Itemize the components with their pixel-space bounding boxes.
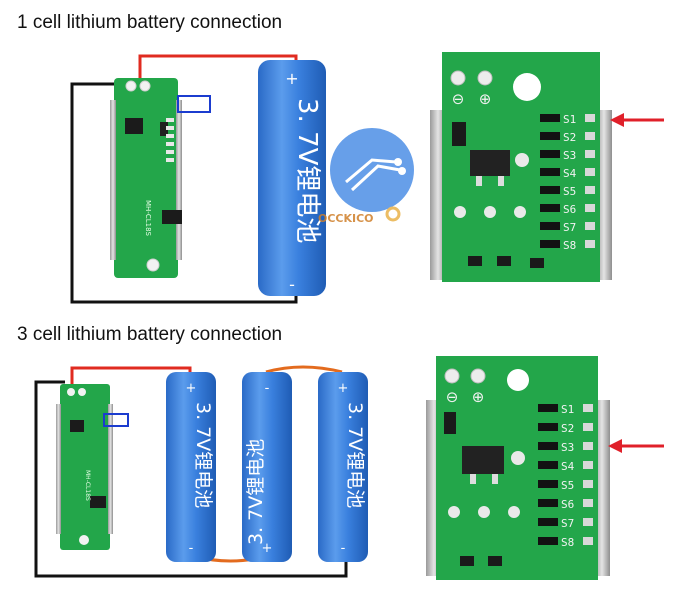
pad-column-bottom: S1 S2 S3 S4 bbox=[538, 403, 593, 549]
board-model-label: MH-CL18S bbox=[84, 470, 91, 501]
arrow-to-s1 bbox=[610, 113, 664, 127]
board-model-label: MH-CL18S bbox=[144, 200, 152, 237]
pad-column-top: S1 S2 S3 S4 bbox=[540, 113, 595, 252]
pcb-closeup-bottom: ⊖ ⊕ S1 bbox=[426, 356, 610, 580]
black-wire bbox=[34, 380, 348, 578]
battery-plus-label: + bbox=[186, 381, 197, 396]
battery-minus-label: - bbox=[289, 275, 295, 294]
pad-label: S5 bbox=[563, 185, 576, 198]
heading-three-cell: 3 cell lithium battery connection bbox=[17, 324, 283, 345]
battery-label: 3. 7V锂电池 bbox=[344, 402, 366, 508]
battery-large: + 3. 7V锂电池 - bbox=[258, 60, 326, 296]
pcb-board-small: MH-CL18S bbox=[56, 384, 113, 550]
terminal-positive: ⊕ bbox=[472, 388, 485, 406]
pad-label: S8 bbox=[563, 239, 576, 252]
pad-label: S2 bbox=[563, 131, 576, 144]
arrow-to-s3 bbox=[608, 439, 664, 453]
terminal-positive: ⊕ bbox=[479, 90, 492, 108]
highlight-box bbox=[177, 95, 211, 113]
pcb-closeup-top: ⊖ ⊕ S1 bbox=[430, 52, 612, 282]
battery-minus-label: - bbox=[189, 541, 194, 556]
watermark-logo: OCCKICO bbox=[318, 128, 414, 225]
watermark-text: OCCKICO bbox=[318, 212, 374, 225]
pad-label: S3 bbox=[563, 149, 576, 162]
pad-label: S5 bbox=[561, 479, 574, 492]
section-three-cell: MH-CL18S + 3. 7V锂电池 - - 3. 7V锂电池 + + 3. … bbox=[34, 356, 664, 580]
pad-label: S1 bbox=[561, 403, 574, 416]
pad-label: S4 bbox=[563, 167, 577, 180]
pcb-board-small: MH-CL18S bbox=[110, 78, 182, 278]
battery-cell-3: + 3. 7V锂电池 - bbox=[318, 372, 368, 562]
battery-plus-label: + bbox=[285, 69, 298, 88]
terminal-negative: ⊖ bbox=[446, 388, 459, 406]
pad-label: S6 bbox=[561, 498, 574, 511]
battery-plus-label: + bbox=[338, 381, 349, 396]
pad-label: S6 bbox=[563, 203, 576, 216]
highlight-box bbox=[103, 413, 129, 427]
battery-plus-label: + bbox=[262, 541, 273, 556]
pad-label: S1 bbox=[563, 113, 576, 126]
pad-label: S8 bbox=[561, 536, 574, 549]
link-wire-top bbox=[265, 365, 343, 374]
pad-label: S4 bbox=[561, 460, 575, 473]
heading-one-cell: 1 cell lithium battery connection bbox=[17, 12, 283, 33]
battery-minus-label: - bbox=[341, 541, 346, 556]
pad-label: S3 bbox=[561, 441, 574, 454]
section-one-cell: MH-CL18S + 3. 7V锂电池 - OCCKICO bbox=[70, 52, 664, 304]
pad-label: S7 bbox=[563, 221, 576, 234]
battery-label: 3. 7V锂电池 bbox=[292, 98, 322, 243]
battery-label: 3. 7V锂电池 bbox=[245, 439, 267, 545]
battery-cell-1: + 3. 7V锂电池 - bbox=[166, 372, 216, 562]
terminal-negative: ⊖ bbox=[452, 90, 465, 108]
battery-label: 3. 7V锂电池 bbox=[192, 402, 214, 508]
battery-minus-label: - bbox=[265, 381, 270, 396]
pad-label: S7 bbox=[561, 517, 574, 530]
battery-cell-2: - 3. 7V锂电池 + bbox=[242, 372, 292, 562]
black-wire bbox=[70, 82, 298, 304]
pad-label: S2 bbox=[561, 422, 574, 435]
